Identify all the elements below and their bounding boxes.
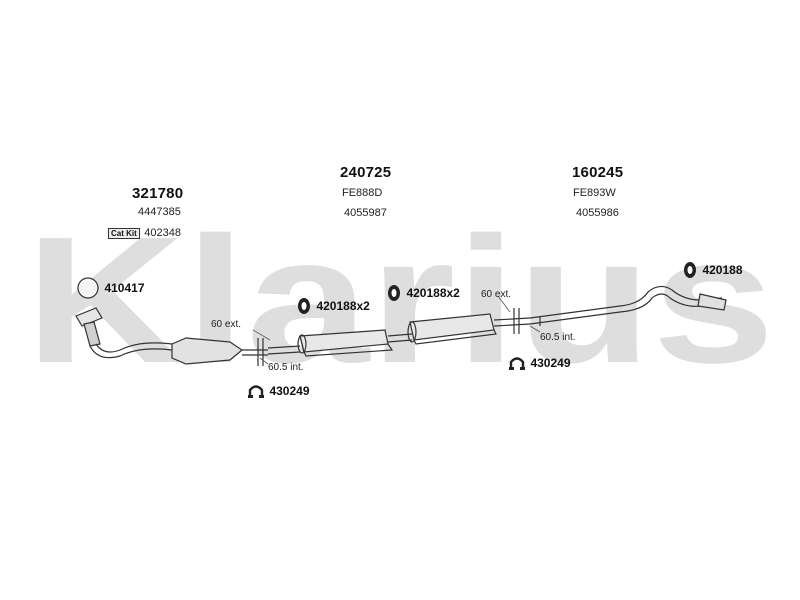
clamp-label: 430249 [269,384,310,398]
ring-gasket-label: 410417 [104,281,145,296]
ref-4055987: 4055987 [344,207,387,219]
rubber-hanger-420188x2-middle: 420188x2 [386,284,460,302]
rubber-hanger-420188: 420188 [682,261,743,279]
flex-section [83,321,101,347]
ring-gasket-410417: 410417 [76,276,145,300]
pipe-note-60-5-int-right: 60.5 int. [540,332,576,343]
clamp-icon [248,385,264,398]
part-number-240725: 240725 [340,164,392,181]
part-number-160245: 160245 [572,164,624,181]
rubber-hanger-icon [684,262,696,278]
catalytic-converter [171,337,244,365]
ref-4447385: 4447385 [138,206,181,218]
rubber-hanger-label: 420188x2 [316,299,370,314]
pipe-note-60-5-int-left: 60.5 int. [268,362,304,373]
pipe-note-60-ext-right: 60 ext. [481,289,512,300]
rubber-hanger-label: 420188x2 [406,286,460,301]
part-number-321780: 321780 [132,185,184,202]
clamp-430249-left: 430249 [247,382,310,400]
clamp-430249-right: 430249 [508,354,571,372]
cat-kit-badge: Cat Kit [108,228,140,239]
ring-gasket-icon [77,277,99,299]
downpipe [89,342,185,359]
middle-silencer-1 [299,329,389,353]
rubber-hanger-icon [388,285,400,301]
clamp-icon [509,357,525,370]
cat-kit-ref: 402348 [144,227,181,239]
front-flange [75,307,103,327]
tail-pipe [529,285,723,325]
rubber-hanger-420188x2-left: 420188x2 [296,297,370,315]
ref-fe893w: FE893W [573,187,616,199]
ref-4055986: 4055986 [576,207,619,219]
clamp-label: 430249 [530,356,571,370]
rubber-hanger-icon [298,298,310,314]
pipe-note-60-ext-left: 60 ext. [211,319,242,330]
cat-kit-row: Cat Kit 402348 [108,223,181,241]
rubber-hanger-label: 420188 [702,263,743,278]
ref-fe888d: FE888D [342,187,383,199]
tail-pipe-end [697,293,727,311]
